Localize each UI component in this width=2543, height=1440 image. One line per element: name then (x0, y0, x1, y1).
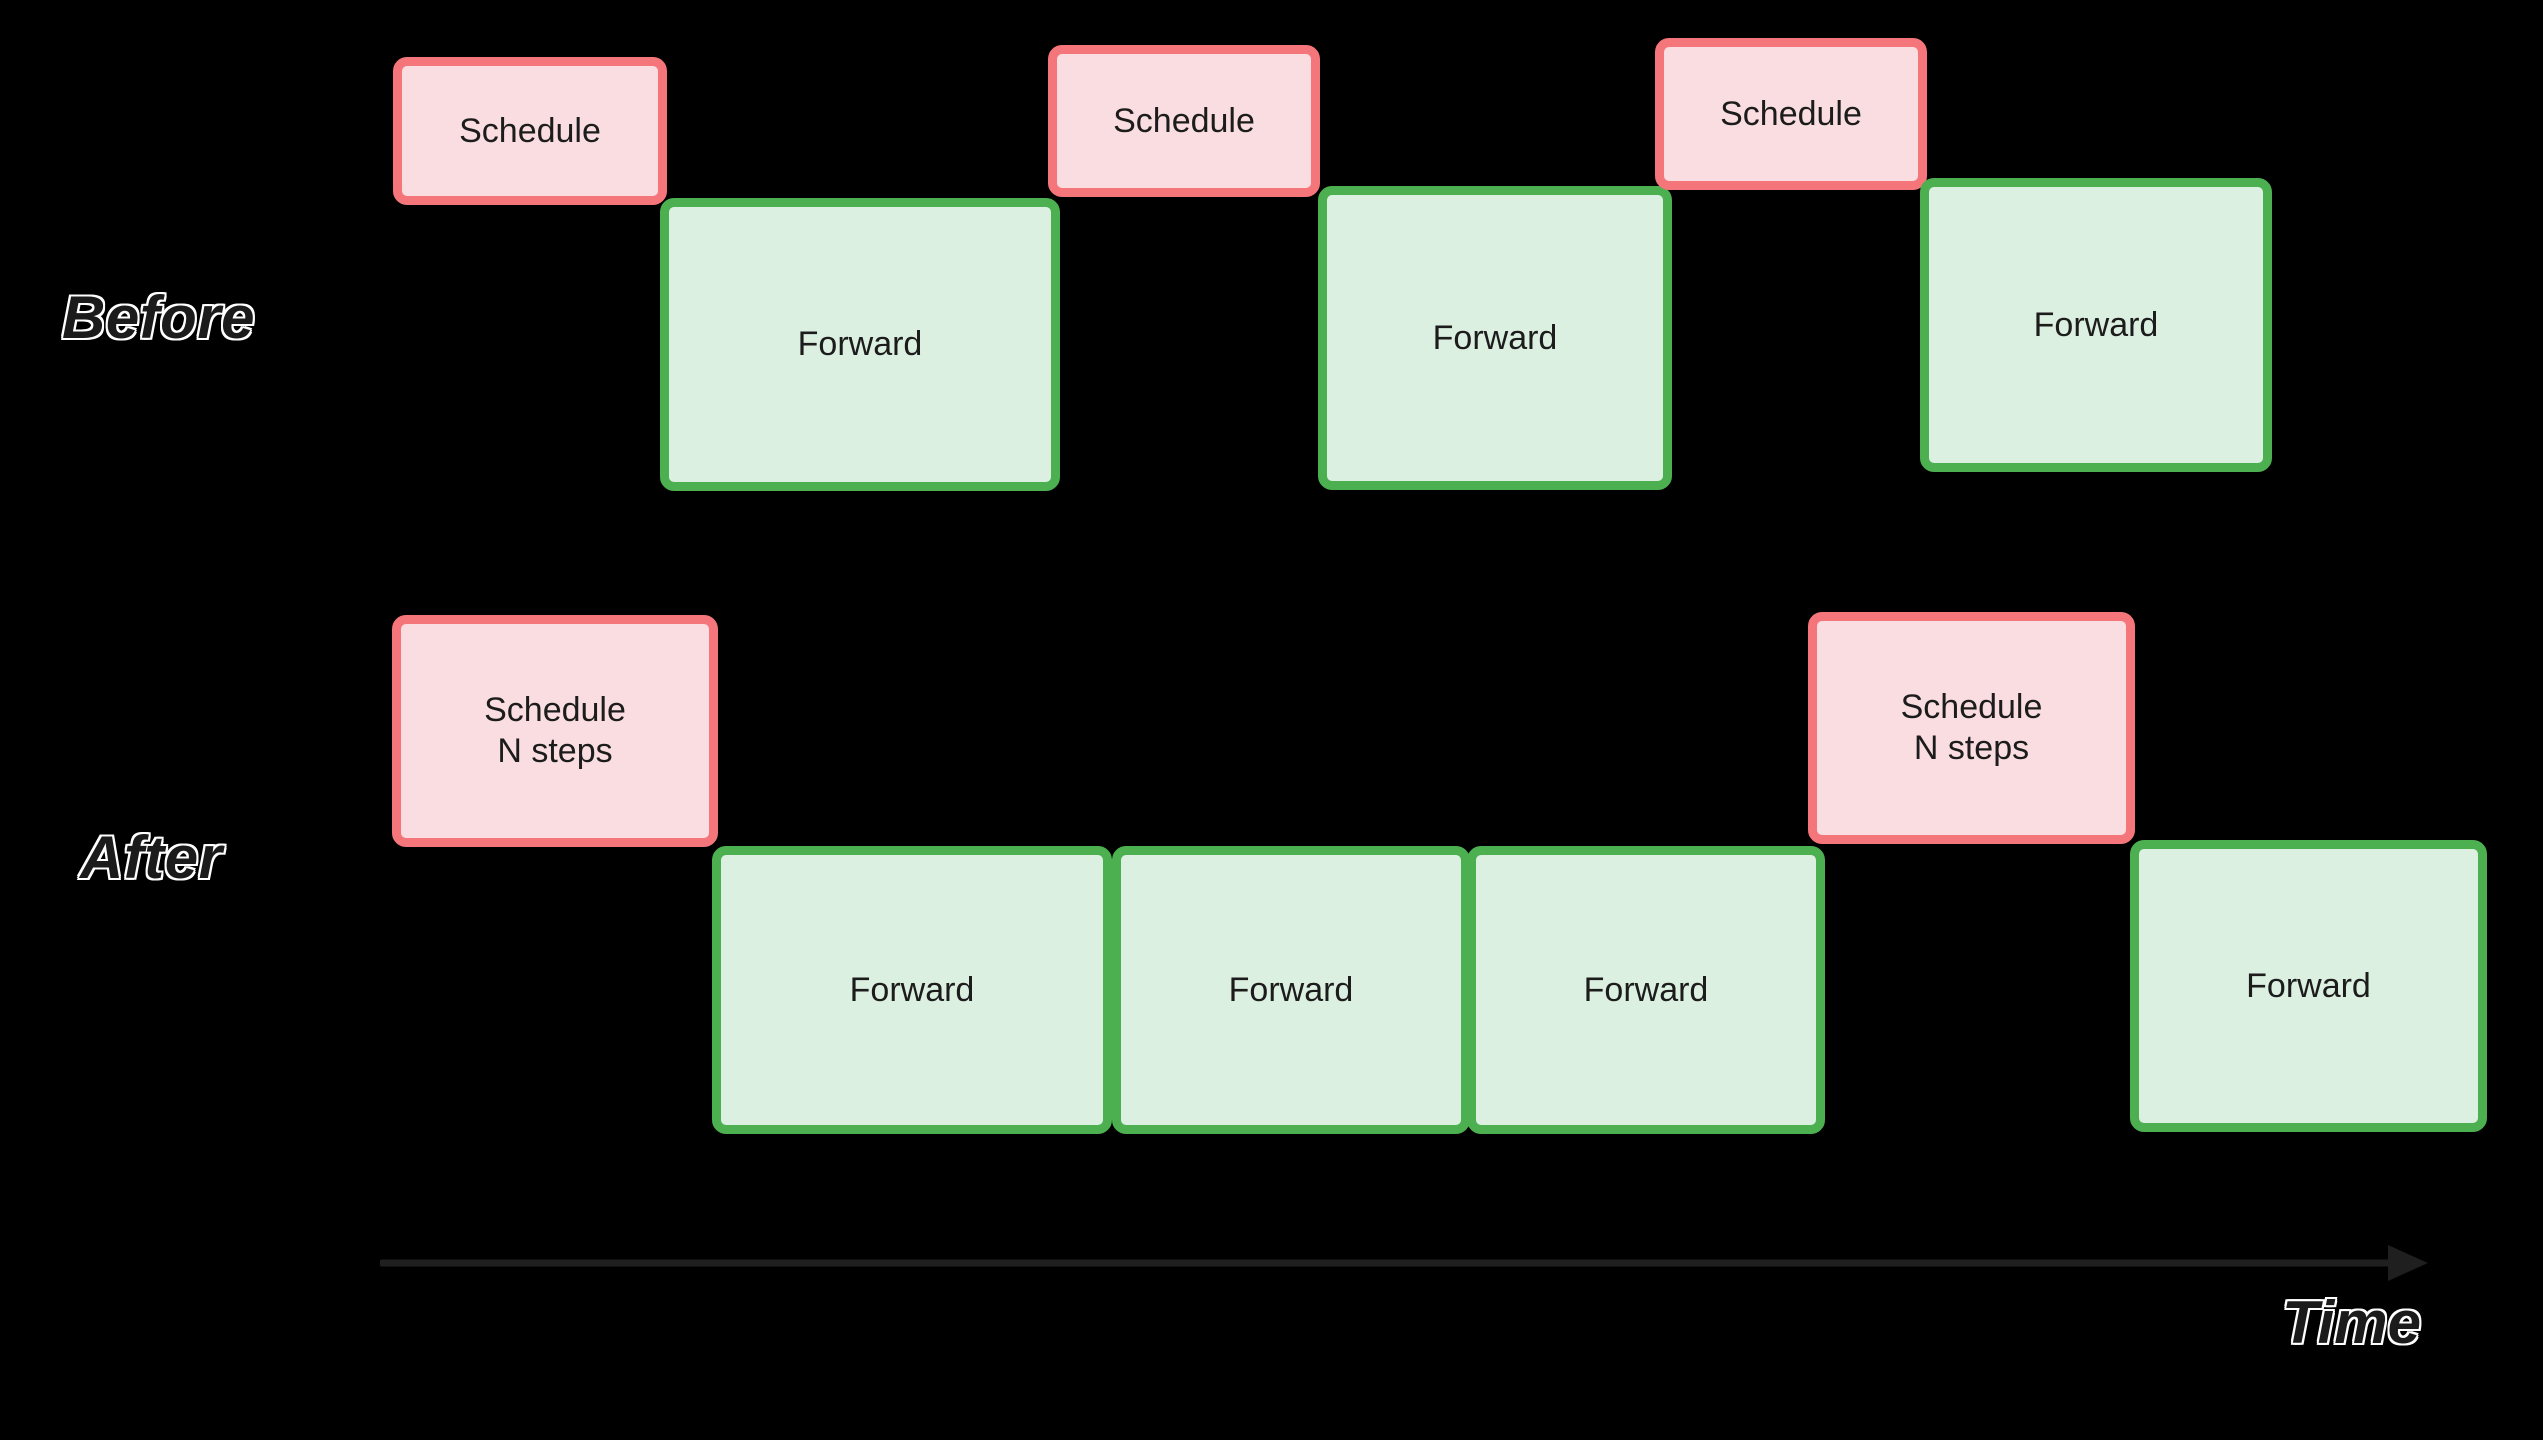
after-schedule-block-2[interactable]: Schedule N steps (1808, 612, 2135, 844)
before-schedule-block-2[interactable]: Schedule (1048, 45, 1320, 197)
time-arrow-icon (380, 1245, 2428, 1281)
before-schedule-block-3[interactable]: Schedule (1655, 38, 1927, 190)
time-axis (380, 1240, 2430, 1286)
before-schedule-block-1[interactable]: Schedule (393, 57, 667, 205)
after-forward-block-2[interactable]: Forward (1112, 846, 1470, 1134)
before-forward-block-2[interactable]: Forward (1318, 186, 1672, 490)
before-forward-block-3[interactable]: Forward (1920, 178, 2272, 472)
after-forward-block-3[interactable]: Forward (1467, 846, 1825, 1134)
row-label-before: Before (62, 284, 256, 351)
time-axis-label: Time (2282, 1289, 2421, 1356)
after-schedule-block-1[interactable]: Schedule N steps (392, 615, 718, 847)
before-forward-block-1[interactable]: Forward (660, 198, 1060, 491)
after-forward-block-4[interactable]: Forward (2130, 840, 2487, 1132)
row-label-after: After (80, 824, 223, 891)
after-forward-block-1[interactable]: Forward (712, 846, 1112, 1134)
